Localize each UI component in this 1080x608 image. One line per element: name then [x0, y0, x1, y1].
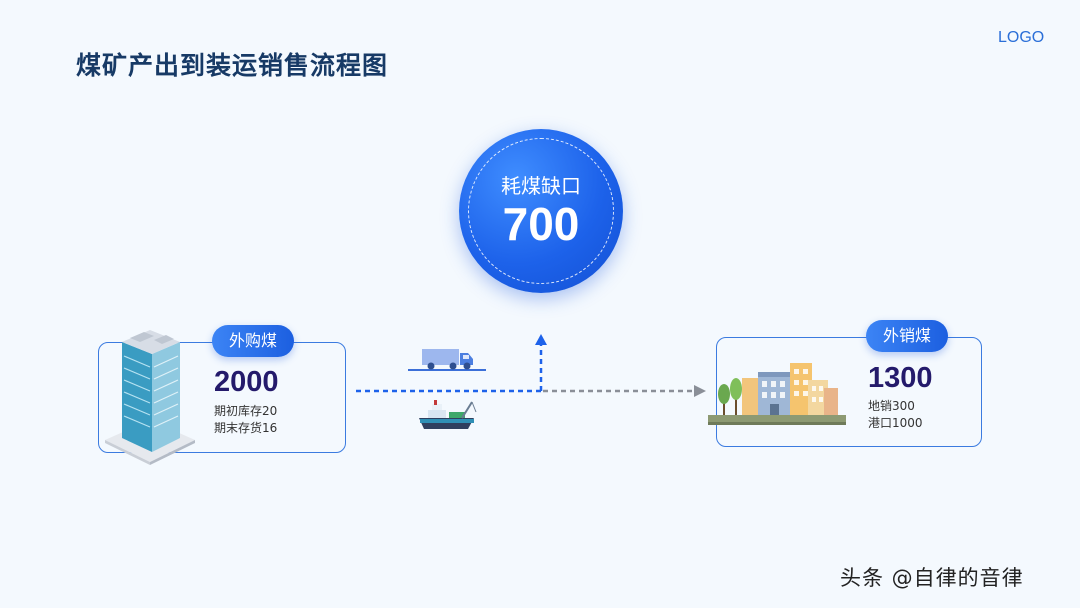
deficit-circle: 耗煤缺口 700 — [459, 129, 623, 293]
sales-card — [716, 337, 982, 447]
purchase-value: 2000 — [214, 366, 279, 398]
sales-note-port: 港口1000 — [868, 416, 923, 430]
page-title: 煤矿产出到装运销售流程图 — [76, 51, 389, 80]
sales-tag: 外销煤 — [866, 320, 948, 352]
purchase-note-opening-stock: 期初库存20 — [214, 404, 278, 418]
watermark: 头条 @自律的音律 — [840, 566, 1024, 590]
purchase-tag: 外购煤 — [212, 325, 294, 357]
purchase-note-closing-stock: 期末存货16 — [214, 421, 278, 435]
sales-note-local: 地销300 — [868, 399, 915, 413]
gap-arrowhead — [535, 334, 547, 345]
truck-icon — [408, 349, 486, 371]
deficit-value: 700 — [502, 198, 580, 250]
sales-value: 1300 — [868, 362, 933, 394]
city-buildings-icon — [708, 363, 846, 425]
dashed-ring — [468, 138, 614, 284]
office-building-icon — [105, 330, 195, 465]
ship-icon — [419, 400, 477, 429]
deficit-label: 耗煤缺口 — [501, 174, 581, 198]
outbound-arrowhead — [694, 385, 706, 397]
logo: LOGO — [998, 29, 1045, 46]
